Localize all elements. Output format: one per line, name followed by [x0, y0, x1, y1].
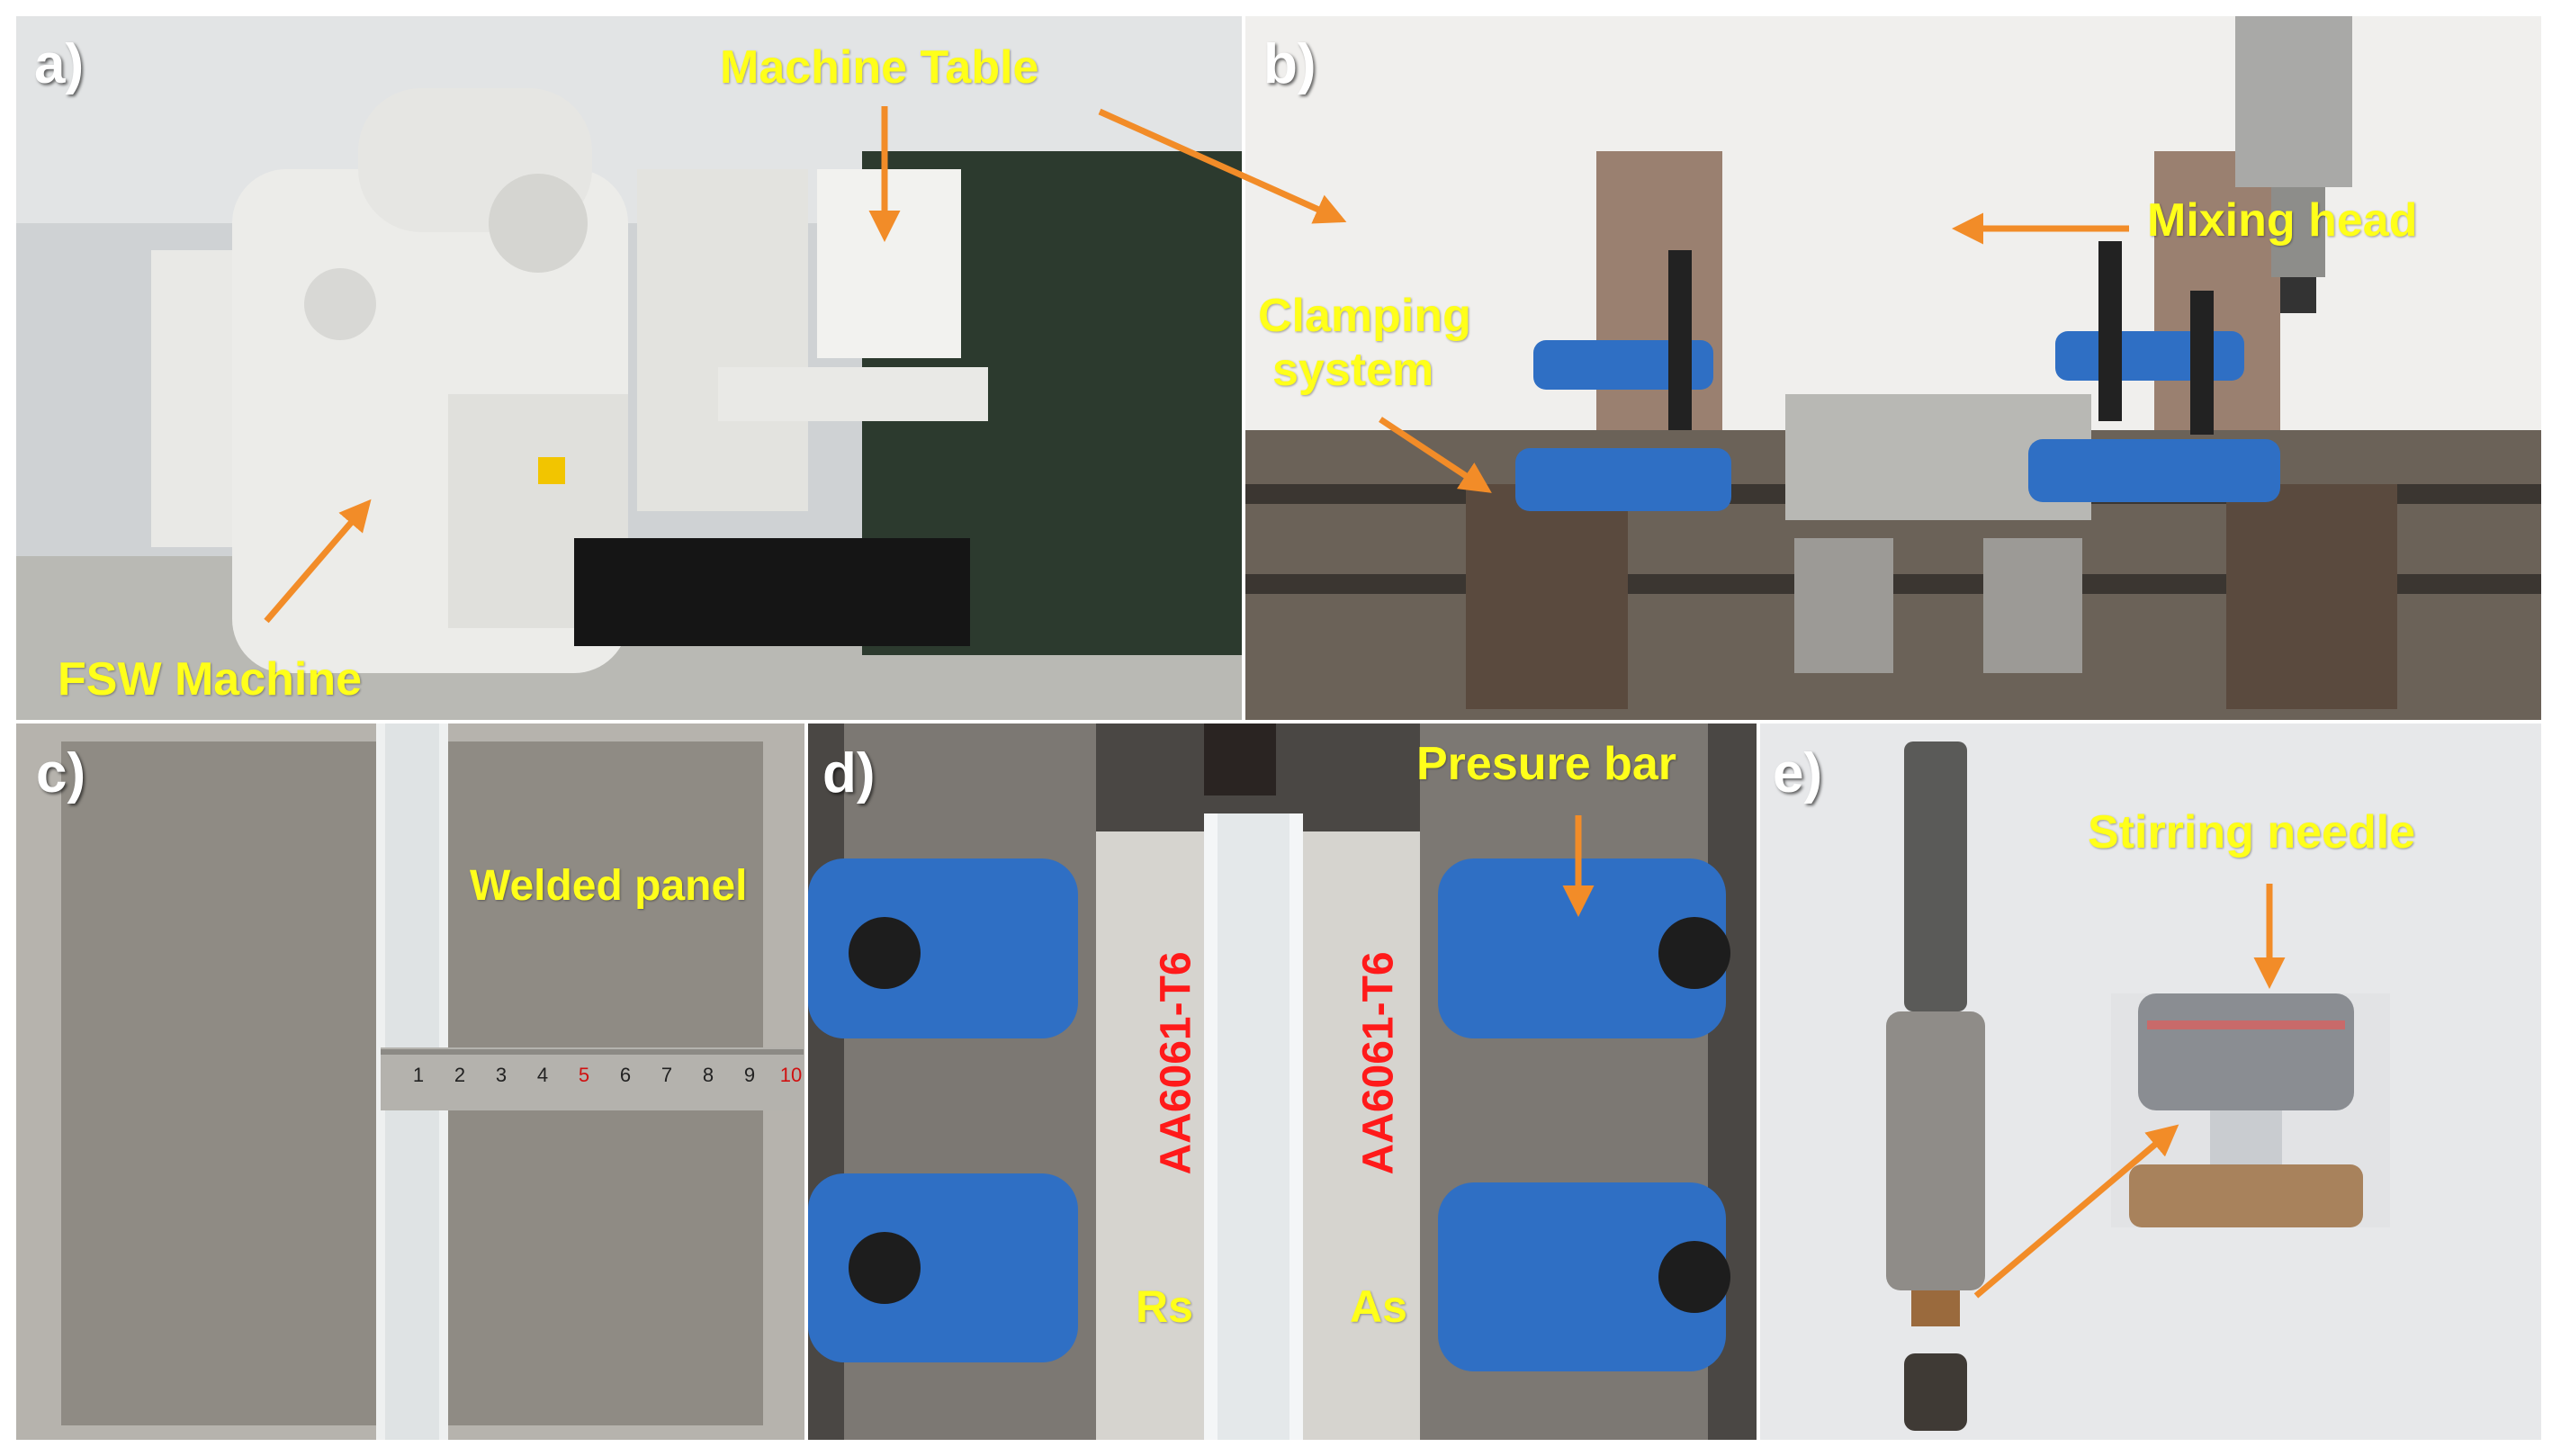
- presure-bar-label: Presure bar: [1416, 738, 1677, 790]
- fsw-machine-label: FSW Machine: [58, 653, 363, 706]
- ruler-tick-label: 9: [743, 1064, 756, 1086]
- alloy-label-left: AA6061-T6: [1152, 951, 1200, 1175]
- mixing-head-label: Mixing head: [2147, 194, 2418, 247]
- ruler-tick-label: 5: [578, 1064, 590, 1086]
- stirring-tool-photo: [1760, 724, 2541, 1440]
- advancing-side-label: As: [1350, 1281, 1407, 1332]
- ruler-tick-label: 1: [412, 1064, 425, 1086]
- ruler-tick-label: 4: [536, 1064, 549, 1086]
- panel-d-photo: d) Presure bar AA6061-T6 AA6061-T6 Rs As: [808, 724, 1757, 1440]
- panel-a-photo: a) Machine Table FSW Machine: [16, 16, 1242, 720]
- alloy-label-right: AA6061-T6: [1354, 951, 1403, 1175]
- ruler-scale: 1 2 3 4 5 6 7 8 9 10: [398, 1064, 804, 1087]
- panel-label-d: d): [822, 742, 876, 804]
- welded-panel-photo: [16, 724, 804, 1440]
- stirring-needle-label: Stirring needle: [2088, 806, 2416, 858]
- clamping-system-label-line1: Clamping: [1258, 290, 1471, 342]
- ruler-tick-label: 3: [495, 1064, 508, 1086]
- fsw-machine-photo: [16, 16, 1242, 720]
- ruler-tick-label: 10: [779, 1064, 803, 1086]
- ruler-tick-label: 8: [702, 1064, 714, 1086]
- panel-e-photo: e) Stirring needle: [1760, 724, 2541, 1440]
- machine-table-label: Machine Table: [720, 41, 1039, 94]
- ruler-tick-label: 6: [619, 1064, 632, 1086]
- panel-c-photo: c) Welded panel 1 2 3 4 5 6 7 8 9 10: [16, 724, 804, 1440]
- weld-clamped-photo: [808, 724, 1757, 1440]
- ruler-tick-label: 2: [454, 1064, 466, 1086]
- panel-b-photo: b) Mixing head Clamping system: [1245, 16, 2541, 720]
- clamping-system-photo: [1245, 16, 2541, 720]
- retreating-side-label: Rs: [1136, 1281, 1193, 1332]
- panel-label-b: b): [1263, 33, 1316, 95]
- panel-label-e: e): [1773, 742, 1823, 804]
- clamping-system-label-line2: system: [1272, 344, 1434, 396]
- panel-label-a: a): [34, 33, 85, 95]
- panel-label-c: c): [36, 742, 86, 804]
- welded-panel-label: Welded panel: [470, 862, 748, 910]
- ruler-tick-label: 7: [660, 1064, 673, 1086]
